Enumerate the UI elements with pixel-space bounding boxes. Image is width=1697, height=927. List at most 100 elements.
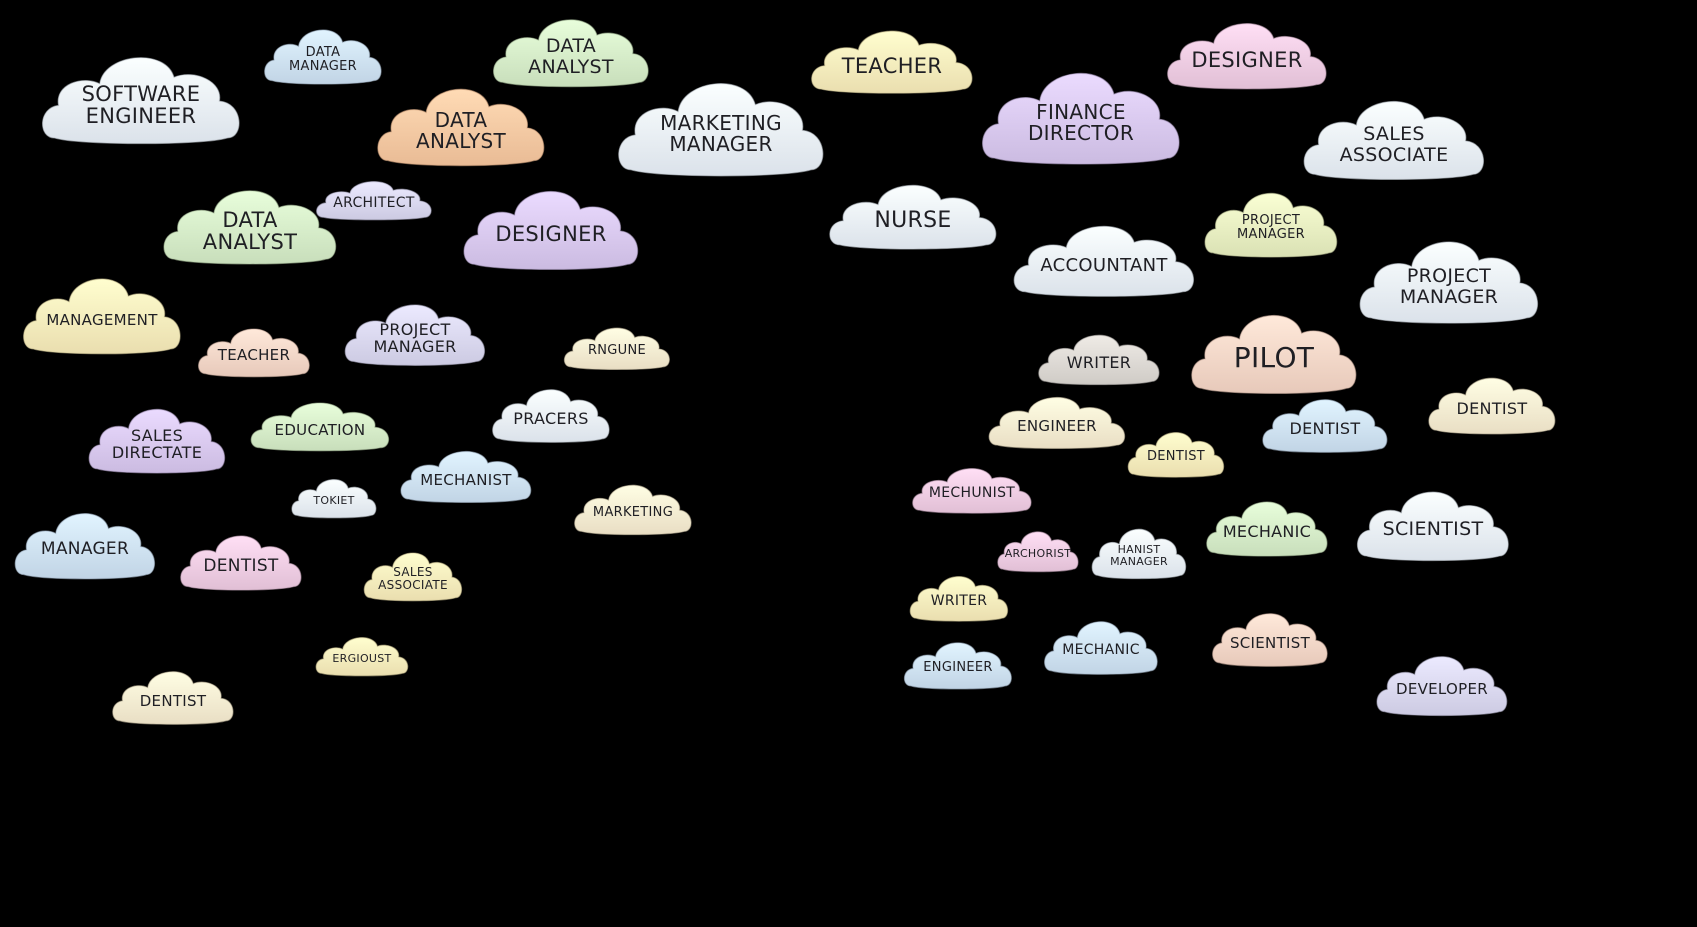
cloud-shape [463, 190, 639, 270]
cloud-label: SCIENTIST [1382, 518, 1484, 541]
cloud-dentist: DENTIST [1126, 426, 1226, 482]
cloud-label: DATA ANALYST [528, 35, 614, 78]
cloud-manager: MANAGER [12, 504, 158, 586]
cloud-shape [811, 30, 973, 94]
cloud-pracers: PRACERS [490, 382, 612, 448]
cloud-shape [1044, 621, 1158, 675]
cloud-dentist: DENTIST [1260, 392, 1390, 458]
cloud-shape [903, 642, 1012, 690]
cloud-label: MANAGEMENT [46, 310, 158, 329]
cloud-label: MARKETING MANAGER [660, 110, 782, 157]
cloud-software-engineer: SOFTWARE ENGINEER [38, 45, 244, 153]
cloud-dentist: DENTIST [178, 528, 304, 596]
cloud-shape [1013, 225, 1195, 297]
cloud-shape [997, 531, 1079, 573]
cloud-management: MANAGEMENT [20, 268, 184, 362]
cloud-label: SALES ASSOCIATE [378, 565, 448, 593]
cloud-pilot: PILOT [1188, 304, 1360, 402]
cloud-label: DESIGNER [1191, 47, 1303, 72]
cloud-label: PROJECT MANAGER [1399, 265, 1499, 308]
cloud-sales-associate: SALES ASSOCIATE [362, 546, 464, 606]
cloud-label: DATA ANALYST [415, 107, 507, 154]
cloud-shape [1167, 23, 1327, 90]
cloud-shape [982, 72, 1180, 165]
cloud-shape [1359, 241, 1539, 324]
cloud-label: DENTIST [203, 555, 279, 576]
cloud-sales-directate: SALES DIRECTATE [86, 400, 228, 480]
cloud-label: ARCHORIST [1004, 546, 1072, 560]
cloud-shape [1127, 432, 1225, 478]
cloud-shape [316, 181, 432, 221]
cloud-label: MECHUNIST [928, 485, 1016, 502]
cloud-writer: WRITER [908, 570, 1010, 626]
cloud-shape [344, 304, 485, 366]
cloud-label: EDUCATION [274, 421, 366, 440]
cloud-shape [1376, 656, 1508, 717]
cloud-label: SALES ASSOCIATE [1339, 123, 1449, 166]
cloud-label: HANIST MANAGER [1110, 543, 1168, 568]
cloud-label: DENTIST [1289, 419, 1361, 439]
cloud-shape [909, 576, 1009, 622]
cloud-label: DESIGNER [495, 222, 607, 247]
cloud-label: SCIENTIST [1229, 633, 1311, 652]
cloud-shape [988, 396, 1126, 449]
cloud-architect: ARCHITECT [314, 176, 434, 224]
cloud-shape [1428, 377, 1556, 435]
cloud-mechanic: MECHANIC [1042, 614, 1160, 680]
cloud-shape [198, 328, 310, 378]
cloud-dentist: DENTIST [1426, 370, 1558, 440]
cloud-shape [180, 535, 302, 591]
cloud-label: MECHANIST [420, 470, 512, 489]
cloud-shape [574, 484, 692, 536]
cloud-ergioust: ERGIOUST [314, 632, 410, 680]
cloud-label: SALES DIRECTATE [111, 425, 203, 463]
cloud-label: SOFTWARE ENGINEER [81, 81, 201, 129]
cloud-shape [1038, 334, 1160, 386]
cloud-shape [112, 671, 234, 725]
cloud-shape [42, 57, 240, 145]
cloud-label: PILOT [1233, 341, 1315, 375]
cloud-shape [250, 402, 389, 452]
cloud-project-manager: PROJECT MANAGER [1202, 184, 1340, 264]
cloud-label: WRITER [930, 592, 988, 609]
cloud-label: TOKIET [313, 493, 355, 507]
cloud-dentist: DENTIST [110, 664, 236, 730]
cloud-mechanic: MECHANIC [1204, 494, 1330, 562]
cloud-label: DATA ANALYST [202, 207, 298, 255]
cloud-developer: DEVELOPER [1374, 648, 1510, 722]
cloud-shape [23, 278, 181, 355]
cloud-label: FINANCE DIRECTOR [1027, 99, 1135, 146]
cloud-label: DEVELOPER [1395, 679, 1489, 698]
cloud-label: WRITER [1066, 353, 1132, 373]
cloud-mechunist: MECHUNIST [910, 462, 1034, 518]
cloud-finance-director: FINANCE DIRECTOR [978, 60, 1184, 174]
cloud-shape [14, 513, 155, 580]
cloud-designer: DESIGNER [460, 180, 642, 278]
cloud-teacher: TEACHER [196, 322, 312, 382]
cloud-scientist: SCIENTIST [1354, 482, 1512, 568]
cloud-data-analyst: DATA ANALYST [160, 180, 340, 272]
cloud-nurse: NURSE [826, 176, 1000, 256]
cloud-label: PROJECT MANAGER [1237, 213, 1305, 243]
cloud-project-manager: PROJECT MANAGER [1356, 230, 1542, 332]
cloud-scientist: SCIENTIST [1210, 606, 1330, 672]
cloud-shape [377, 88, 545, 167]
cloud-shape [1303, 100, 1485, 180]
cloud-accountant: ACCOUNTANT [1010, 216, 1198, 304]
cloud-shape [618, 83, 824, 177]
cloud-label: ERGIOUST [332, 651, 392, 665]
cloud-archorist: ARCHORIST [996, 526, 1080, 576]
cloud-label: ENGINEER [1017, 417, 1097, 436]
cloud-label: DENTIST [139, 691, 207, 710]
cloud-tokiet: TOKIET [290, 474, 378, 522]
cloud-education: EDUCATION [248, 396, 392, 456]
cloud-shape [1262, 399, 1388, 453]
cloud-shape [88, 408, 226, 474]
cloud-label: PROJECT MANAGER [373, 320, 457, 357]
cloud-shape [264, 29, 382, 85]
cloud-marketing-manager: MARKETING MANAGER [614, 70, 828, 186]
cloud-shape [563, 327, 670, 371]
cloud-marketing: MARKETING [572, 478, 694, 540]
cloud-project-manager: PROJECT MANAGER [342, 296, 488, 372]
